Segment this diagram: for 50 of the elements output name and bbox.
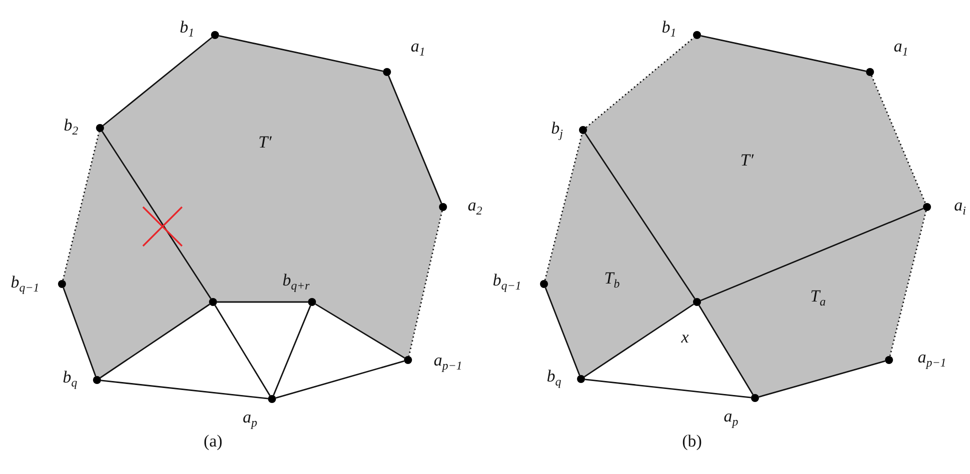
vertex-label: b$_{q+r}$ [282, 271, 310, 293]
vertex-label: a$_{1}$ [410, 37, 426, 59]
edge-line [276, 360, 404, 399]
region-label: T′ [258, 134, 272, 150]
edge-line [700, 35, 866, 72]
dotted-edge [889, 210, 927, 356]
vertex-label: b$_{q−1}$ [10, 273, 40, 295]
edge-line [698, 305, 754, 395]
edge-line [100, 380, 268, 400]
edge-line [584, 378, 752, 398]
vertex-label: a$_{p}$ [242, 408, 258, 430]
edge-line [584, 304, 694, 378]
region-label: T$_{a}$ [810, 287, 826, 309]
edge-line [214, 305, 271, 396]
dotted-edge [870, 75, 926, 204]
vertex-label: b$_{1}$ [180, 18, 194, 40]
edge-line [102, 130, 212, 300]
vertex-label: b$_{q−1}$ [492, 271, 522, 293]
dotted-edge [544, 134, 583, 280]
vertex-label: a$_{p−1}$ [434, 351, 462, 373]
edge-line [584, 132, 696, 300]
dotted-edge [586, 37, 694, 128]
vertex-label: a$_{p−1}$ [918, 348, 946, 370]
vertex-label: b$_{1}$ [662, 18, 676, 40]
vertex-label: a$_{2}$ [468, 196, 482, 218]
dotted-edge [62, 132, 100, 280]
edge-line [388, 75, 442, 204]
panel-caption: (b) [682, 432, 702, 450]
vertex-label: b$_{2}$ [64, 116, 78, 138]
edge-line [102, 36, 212, 126]
edge-line [544, 287, 580, 376]
panel-caption: (a) [204, 432, 222, 450]
edge-line [758, 360, 886, 398]
edge-line [700, 208, 924, 302]
dotted-edge [408, 210, 443, 356]
edge-line [62, 288, 96, 376]
edge-line [217, 301, 308, 303]
region-label: T′ [740, 152, 754, 168]
edge-line [100, 304, 210, 378]
vertex-label: b$_{q}$ [62, 368, 78, 390]
region-label: T$_{b}$ [604, 269, 620, 291]
edge-line [218, 35, 384, 72]
vertex-label: a$_{1}$ [894, 37, 908, 59]
vertex-label: a$_{p}$ [724, 407, 738, 429]
edge-line [315, 303, 405, 359]
vertex-label: x [681, 328, 689, 346]
vertex-label: b$_{j}$ [551, 119, 563, 141]
edge-line [272, 305, 312, 396]
vertex-label: a$_{i}$ [954, 196, 966, 218]
vertex-label: b$_{q}$ [546, 367, 562, 389]
